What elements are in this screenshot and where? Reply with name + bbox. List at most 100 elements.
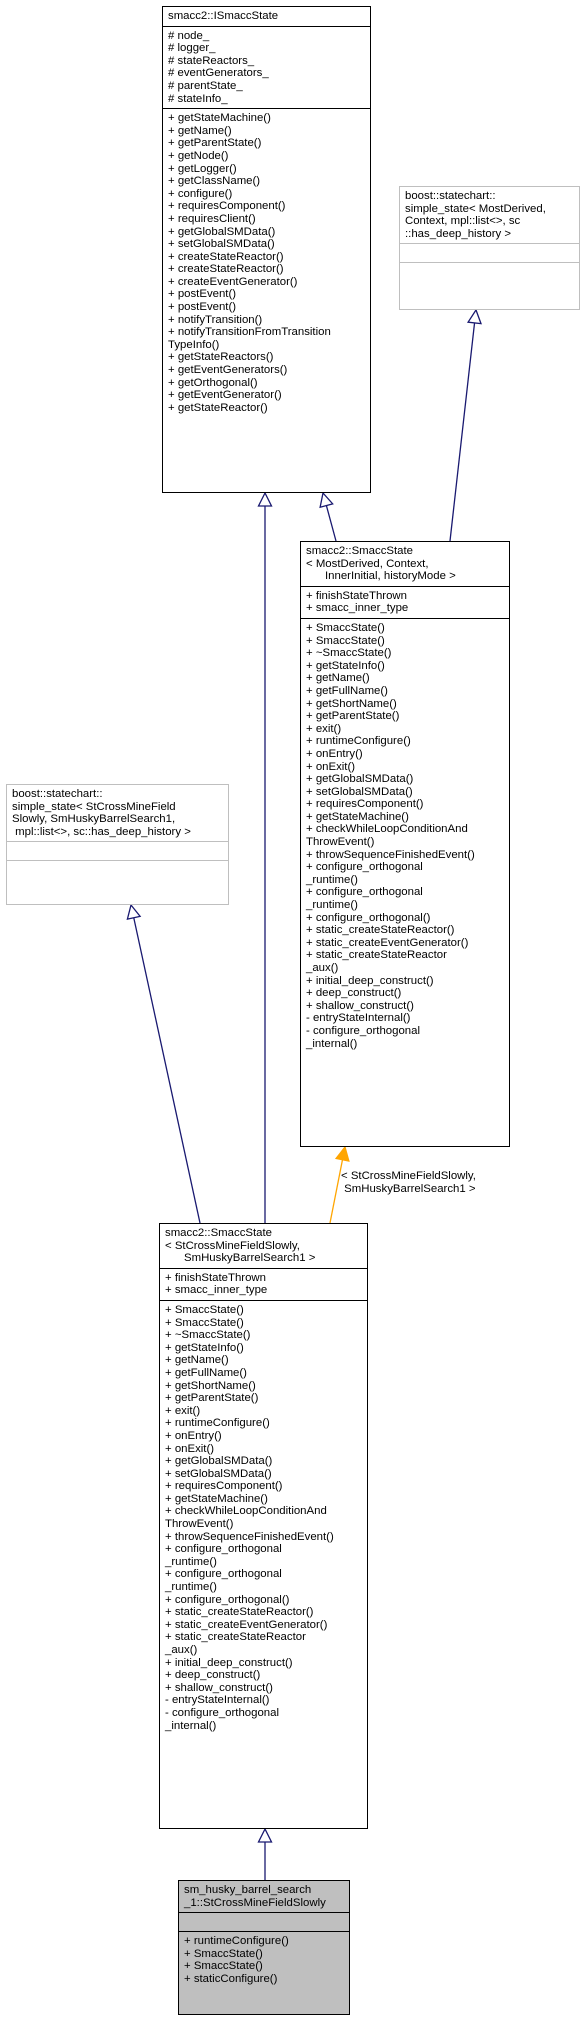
class-method: + static_createEventGenerator() — [165, 1618, 328, 1631]
class-method: + ~SmaccState() — [165, 1329, 251, 1342]
class-method: + postEvent() — [168, 288, 237, 301]
class-method: + checkWhileLoopConditionAnd — [165, 1505, 327, 1518]
class-attribute: # parentState_ — [168, 79, 243, 92]
class-method: + getParentState() — [165, 1392, 259, 1405]
class-boost-simple-state-generic[interactable]: boost::statechart::simple_state< MostDer… — [399, 186, 580, 310]
class-method: + initial_deep_construct() — [306, 974, 434, 987]
class-method: + getStateReactors() — [168, 351, 274, 364]
class-method: + getParentState() — [168, 137, 262, 150]
edge-smaccstate-template-to-ismaccstate-arrowhead — [319, 491, 334, 509]
class-method: + getFullName() — [165, 1366, 247, 1379]
class-method: + getName() — [168, 124, 232, 137]
class-title-compartment: smacc2::SmaccState< MostDerived, Context… — [301, 542, 509, 586]
class-method: + throwSequenceFinishedEvent() — [306, 848, 475, 861]
class-method: + getGlobalSMData() — [306, 773, 414, 786]
class-stcrossminefieldslowly[interactable]: sm_husky_barrel_search_1::StCrossMineFie… — [178, 1880, 350, 2015]
edge-template-instantiation — [329, 1159, 344, 1224]
class-method: + getClassName() — [168, 175, 261, 188]
class-method: + getOrthogonal() — [168, 376, 258, 389]
class-method: + getShortName() — [165, 1379, 256, 1392]
class-method: + getGlobalSMData() — [165, 1455, 273, 1468]
class-attributes-compartment — [179, 1912, 349, 1931]
class-method: + static_createStateReactor — [165, 1631, 306, 1644]
class-attributes-compartment — [400, 243, 579, 262]
class-title-compartment: boost::statechart::simple_state< StCross… — [7, 785, 228, 841]
class-attribute: # logger_ — [168, 42, 216, 55]
class-method: + setGlobalSMData() — [168, 238, 275, 251]
class-method: + getEventGenerators() — [168, 364, 288, 377]
class-method: + getShortName() — [306, 697, 397, 710]
class-method: _aux() — [306, 962, 339, 974]
class-method: + onEntry() — [306, 747, 363, 760]
class-methods-compartment: + SmaccState()+ SmaccState()+ ~SmaccStat… — [301, 617, 509, 1146]
class-title-compartment: boost::statechart::simple_state< MostDer… — [400, 187, 579, 243]
class-method: + exit() — [306, 722, 342, 735]
class-title-line: InnerInitial, historyMode > — [306, 570, 456, 583]
class-method: + configure_orthogonal — [165, 1543, 282, 1556]
class-method: + requiresComponent() — [165, 1480, 283, 1493]
class-attributes-compartment: + finishStateThrown+ smacc_inner_type — [160, 1267, 367, 1300]
class-attribute: + finishStateThrown — [306, 589, 407, 602]
edge-smaccstate-specialized-to-ismaccstate-arrowhead — [257, 491, 273, 507]
class-method: _runtime() — [165, 1555, 217, 1568]
class-attributes-compartment: + finishStateThrown+ smacc_inner_type — [301, 585, 509, 618]
edge-template-instantiation-arrowhead — [334, 1145, 350, 1162]
class-method: + onExit() — [306, 760, 356, 773]
class-attribute: # stateReactors_ — [168, 54, 255, 67]
edge-smaccstate-specialized-to-boost-specific — [133, 917, 201, 1224]
class-method: + getLogger() — [168, 162, 237, 175]
class-method: + shallow_construct() — [306, 999, 414, 1012]
class-method: + initial_deep_construct() — [165, 1656, 293, 1669]
class-method: + exit() — [165, 1404, 201, 1417]
class-attribute: + finishStateThrown — [165, 1271, 266, 1284]
class-method: _runtime() — [306, 873, 358, 886]
class-method: + configure_orthogonal — [165, 1568, 282, 1581]
class-method: + onEntry() — [165, 1429, 222, 1442]
class-method: + setGlobalSMData() — [306, 785, 413, 798]
class-method: + SmaccState() — [184, 1947, 263, 1960]
class-method: + runtimeConfigure() — [306, 735, 411, 748]
class-ismaccstate[interactable]: smacc2::ISmaccState# node_# logger_# sta… — [162, 6, 371, 493]
edge-smaccstate-template-to-boost-generic — [449, 322, 476, 542]
edge-smaccstate-template-to-boost-generic-arrowhead — [466, 308, 482, 325]
class-method: + getStateMachine() — [168, 112, 271, 125]
class-method: + ~SmaccState() — [306, 647, 392, 660]
class-method: + createStateReactor() — [168, 250, 284, 263]
class-methods-compartment: + runtimeConfigure()+ SmaccState()+ Smac… — [179, 1931, 349, 2014]
class-method: + staticConfigure() — [184, 1972, 278, 1985]
class-method: + configure_orthogonal() — [306, 911, 431, 924]
class-method: + configure_orthogonal() — [165, 1593, 290, 1606]
class-method: _runtime() — [165, 1581, 217, 1594]
class-method: + SmaccState() — [306, 634, 385, 647]
class-method: + checkWhileLoopConditionAnd — [306, 823, 468, 836]
class-method: ThrowEvent() — [165, 1518, 234, 1531]
class-method: - entryStateInternal() — [165, 1694, 270, 1707]
class-boost-simple-state-specialized[interactable]: boost::statechart::simple_state< StCross… — [6, 784, 229, 905]
class-title-compartment: smacc2::ISmaccState — [163, 7, 370, 26]
class-method: + notifyTransition() — [168, 313, 263, 326]
class-attributes-compartment — [7, 841, 228, 860]
class-method: TypeInfo() — [168, 338, 220, 351]
class-method: + static_createStateReactor() — [306, 924, 455, 937]
class-title-line: boost::statechart:: — [405, 190, 496, 202]
class-method: - entryStateInternal() — [306, 1012, 411, 1025]
class-method: + getEventGenerator() — [168, 389, 282, 402]
class-title-line: SmHuskyBarrelSearch1 > — [165, 1252, 316, 1265]
class-smaccstate-specialized[interactable]: smacc2::SmaccState< StCrossMineFieldSlow… — [159, 1223, 368, 1829]
class-method: + getFullName() — [306, 684, 388, 697]
class-title-line: smacc2::ISmaccState — [168, 10, 279, 22]
class-method: + createStateReactor() — [168, 263, 284, 276]
class-method: + deep_construct() — [165, 1669, 261, 1682]
class-title-compartment: sm_husky_barrel_search_1::StCrossMineFie… — [179, 1881, 349, 1912]
class-title-line: < MostDerived, Context, — [306, 557, 429, 570]
edge-smaccstate-template-to-ismaccstate — [325, 505, 337, 542]
class-method: + shallow_construct() — [165, 1681, 273, 1694]
class-title-line: smacc2::SmaccState — [165, 1227, 272, 1239]
class-methods-compartment — [400, 262, 579, 309]
edge-stcrossminefieldslowly-to-smaccstate-arrowhead — [257, 1827, 273, 1843]
class-method: + notifyTransitionFromTransition — [168, 326, 331, 339]
class-method: + getStateInfo() — [165, 1341, 244, 1354]
class-method: + getName() — [306, 672, 370, 685]
class-smaccstate-template[interactable]: smacc2::SmaccState< MostDerived, Context… — [300, 541, 510, 1147]
